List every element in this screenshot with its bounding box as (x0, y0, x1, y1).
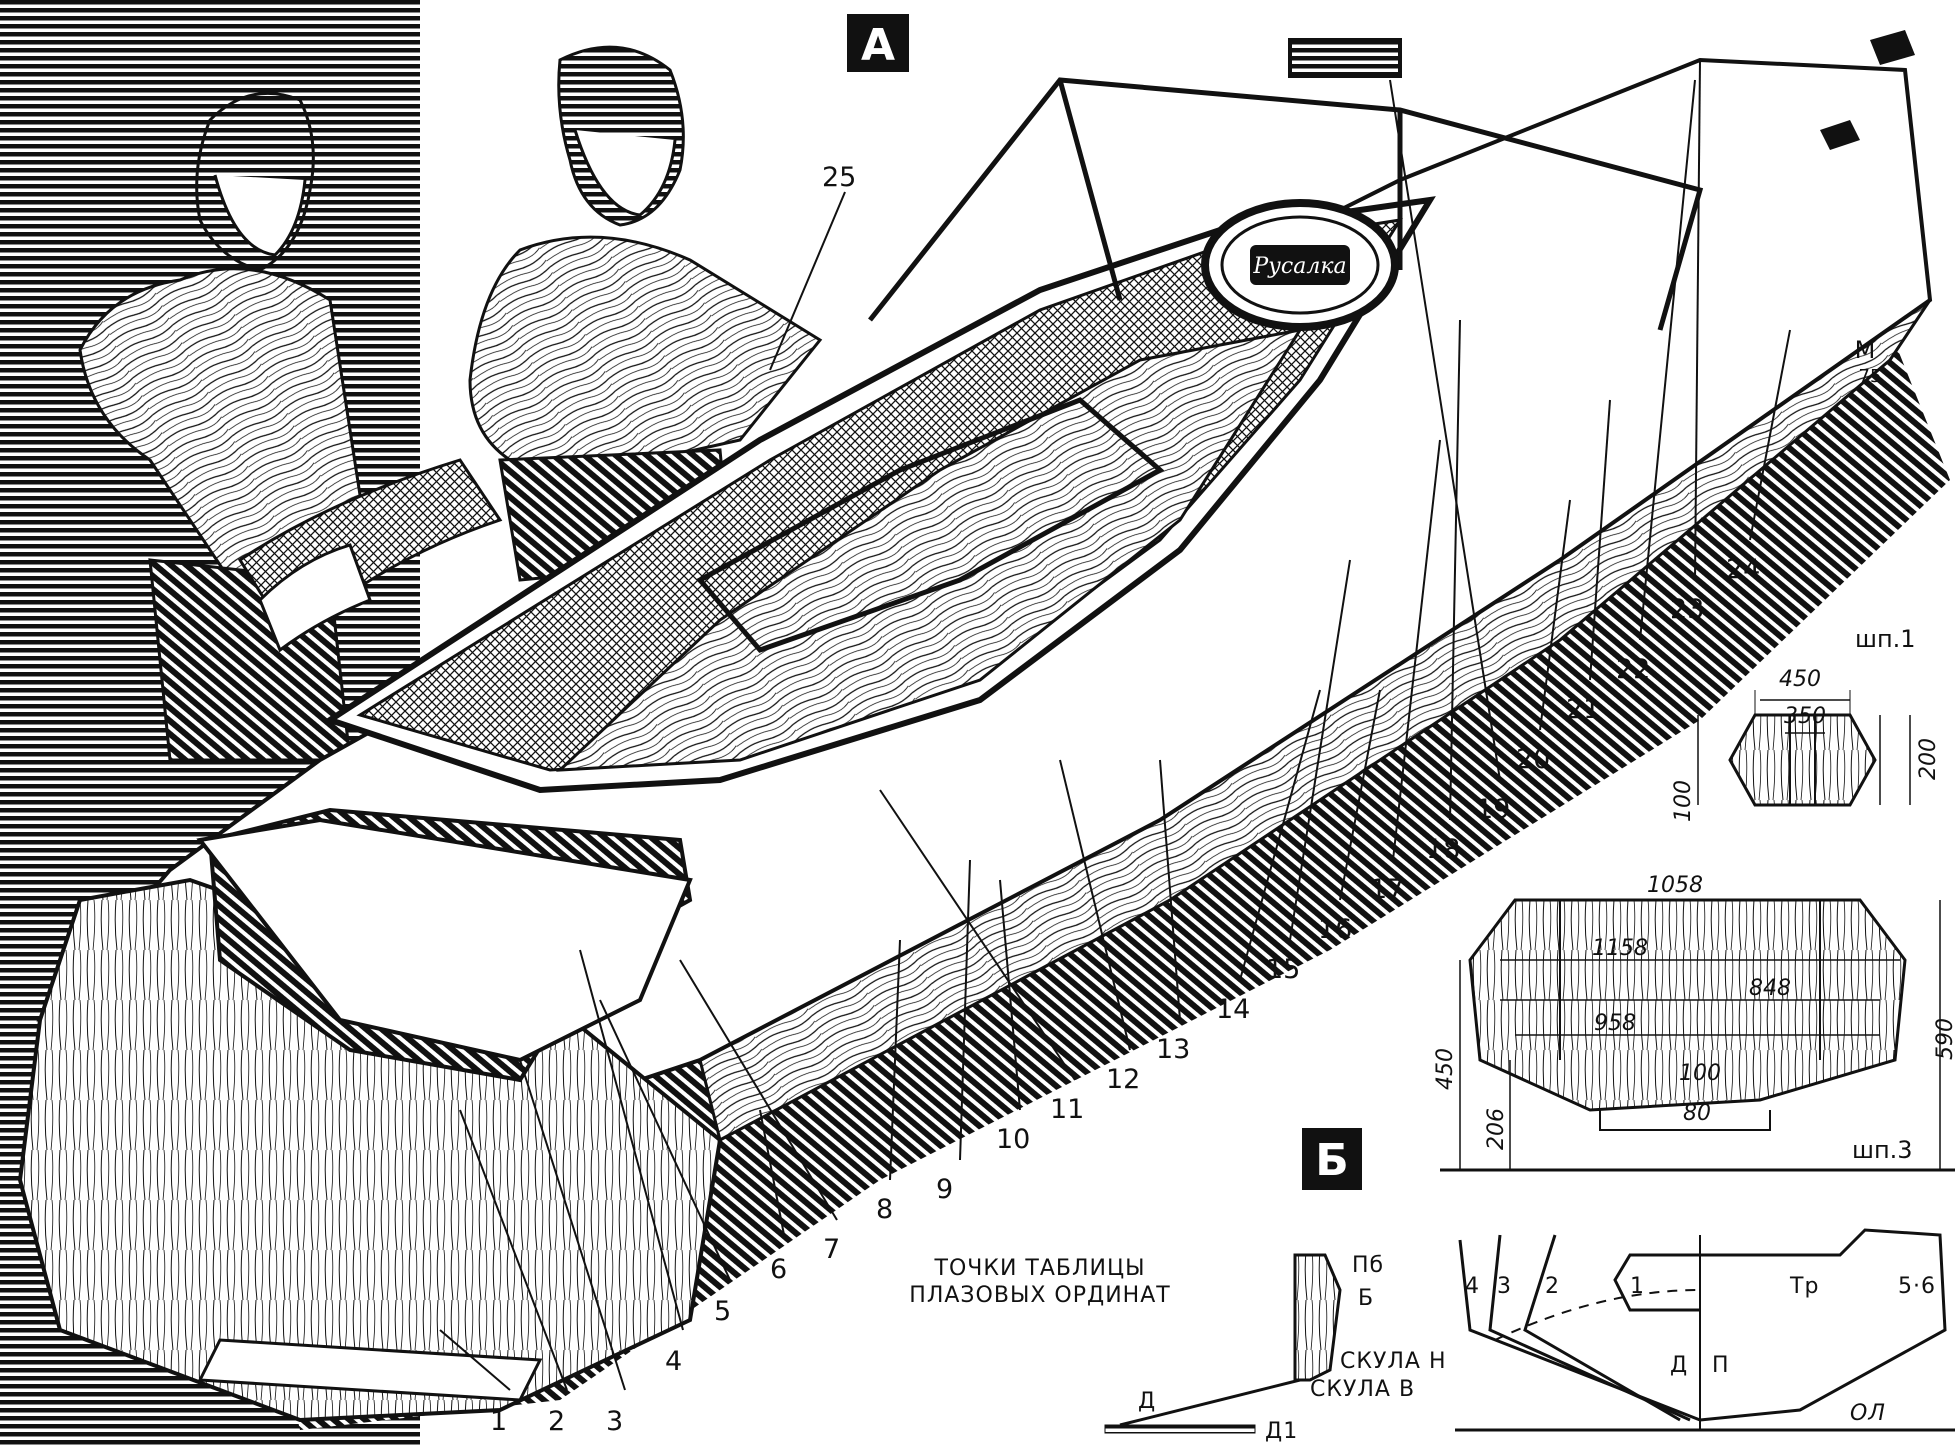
frame3-dim-590: 590 (1933, 1018, 1958, 1060)
callout-18: 18 (1426, 834, 1460, 865)
frame1-dim-450: 450 (1779, 667, 1821, 692)
station-5-6: 5·6 (1898, 1274, 1936, 1299)
monogram: М (1855, 336, 1876, 364)
magazine (237, 458, 503, 653)
callout-19: 19 (1476, 794, 1510, 825)
detail-b-caption-2: ПЛАЗОВЫХ ОРДИНАТ (909, 1283, 1170, 1308)
rear-mirror (1288, 38, 1402, 78)
detail-b-caption-1: ТОЧКИ ТАБЛИЦЫ (934, 1256, 1146, 1281)
callout-12: 12 (1106, 1064, 1140, 1095)
frame3-dim-80: 80 (1683, 1101, 1711, 1126)
frame1-dim-100: 100 (1671, 780, 1696, 822)
callout-15: 15 (1266, 954, 1300, 985)
frame3-dim-958: 958 (1594, 1011, 1636, 1036)
frame1-section: шп.1 450 350 100 200 (1671, 625, 1941, 822)
detail-b-point-d: Д (1138, 1389, 1156, 1414)
station-4: 4 (1465, 1274, 1480, 1299)
frame3-dim-1158: 1158 (1592, 936, 1648, 961)
detail-b-point-d1: Д1 (1265, 1419, 1298, 1444)
bow-cleat (1870, 30, 1915, 65)
callout-13: 13 (1156, 1034, 1190, 1065)
callout-14: 14 (1216, 994, 1250, 1025)
callouts: 1 2 3 4 5 6 7 8 9 10 11 12 13 14 15 16 1… (490, 162, 1760, 1437)
callout-17: 17 (1370, 874, 1404, 905)
keel-strip (197, 1338, 543, 1402)
detail-b-point-skula-v: СКУЛА В (1310, 1377, 1415, 1402)
station-2: 2 (1545, 1274, 1560, 1299)
windshield (868, 77, 1704, 331)
station-tr: Тр (1789, 1274, 1819, 1299)
frame3-dim-1058: 1058 (1647, 873, 1703, 898)
callout-3: 3 (606, 1406, 623, 1437)
station-1: 1 (1630, 1274, 1645, 1299)
detail-b-point-pb: Пб (1352, 1253, 1384, 1278)
frame3-dim-100: 100 (1679, 1061, 1721, 1086)
callout-21: 21 (1566, 694, 1600, 725)
callout-7: 7 (823, 1234, 840, 1265)
callout-22: 22 (1616, 654, 1650, 685)
callout-2: 2 (548, 1406, 565, 1437)
frame3-dim-206: 206 (1484, 1108, 1509, 1150)
baseline-label: ОЛ (1850, 1401, 1886, 1426)
frame3-title: шп.3 (1852, 1136, 1913, 1164)
frame3-dim-450: 450 (1433, 1048, 1458, 1090)
callout-11: 11 (1050, 1094, 1084, 1125)
fairlead (1820, 120, 1860, 150)
callout-25: 25 (822, 162, 856, 193)
seat-frame (696, 397, 1165, 653)
callout-1: 1 (490, 1406, 507, 1437)
body-plan: 4 3 2 1 Тр 5·6 Д П ОЛ (1455, 1228, 1955, 1432)
motor-well-lid (196, 817, 693, 1063)
station-3: 3 (1497, 1274, 1512, 1299)
callout-10: 10 (996, 1124, 1030, 1155)
detail-b-point-b: Б (1358, 1286, 1374, 1311)
leader-lines (439, 59, 1791, 1391)
frame3-section: 1058 1158 848 958 100 80 450 206 590 шп.… (1433, 873, 1958, 1172)
name-plate: Русалка (1252, 254, 1346, 279)
view-a-label: А (861, 20, 895, 71)
detail-b-point-skula-n: СКУЛА Н (1340, 1349, 1447, 1374)
frame1-dim-200: 200 (1916, 738, 1941, 780)
callout-5: 5 (714, 1296, 731, 1327)
callout-20: 20 (1516, 744, 1550, 775)
detail-b: ТОЧКИ ТАБЛИЦЫ ПЛАЗОВЫХ ОРДИНАТ Пб Б СКУЛ… (909, 1253, 1447, 1444)
steering-wheel: Русалка (1201, 199, 1399, 331)
frame1-dim-350: 350 (1784, 704, 1826, 729)
callout-6: 6 (770, 1254, 787, 1285)
dp-right: П (1712, 1353, 1730, 1378)
callout-4: 4 (665, 1346, 682, 1377)
callout-23: 23 (1670, 594, 1704, 625)
view-b-box (1302, 1128, 1362, 1190)
person-right (468, 45, 823, 582)
view-b-label: Б (1315, 1135, 1349, 1186)
callout-9: 9 (936, 1174, 953, 1205)
callout-16: 16 (1318, 914, 1352, 945)
dp-left: Д (1670, 1353, 1688, 1378)
callout-24: 24 (1726, 554, 1760, 585)
view-a-box (847, 14, 909, 72)
callout-8: 8 (876, 1194, 893, 1225)
frame1-title: шп.1 (1855, 625, 1916, 653)
monogram-year: 75 (1859, 366, 1882, 387)
frame3-dim-848: 848 (1749, 976, 1791, 1001)
